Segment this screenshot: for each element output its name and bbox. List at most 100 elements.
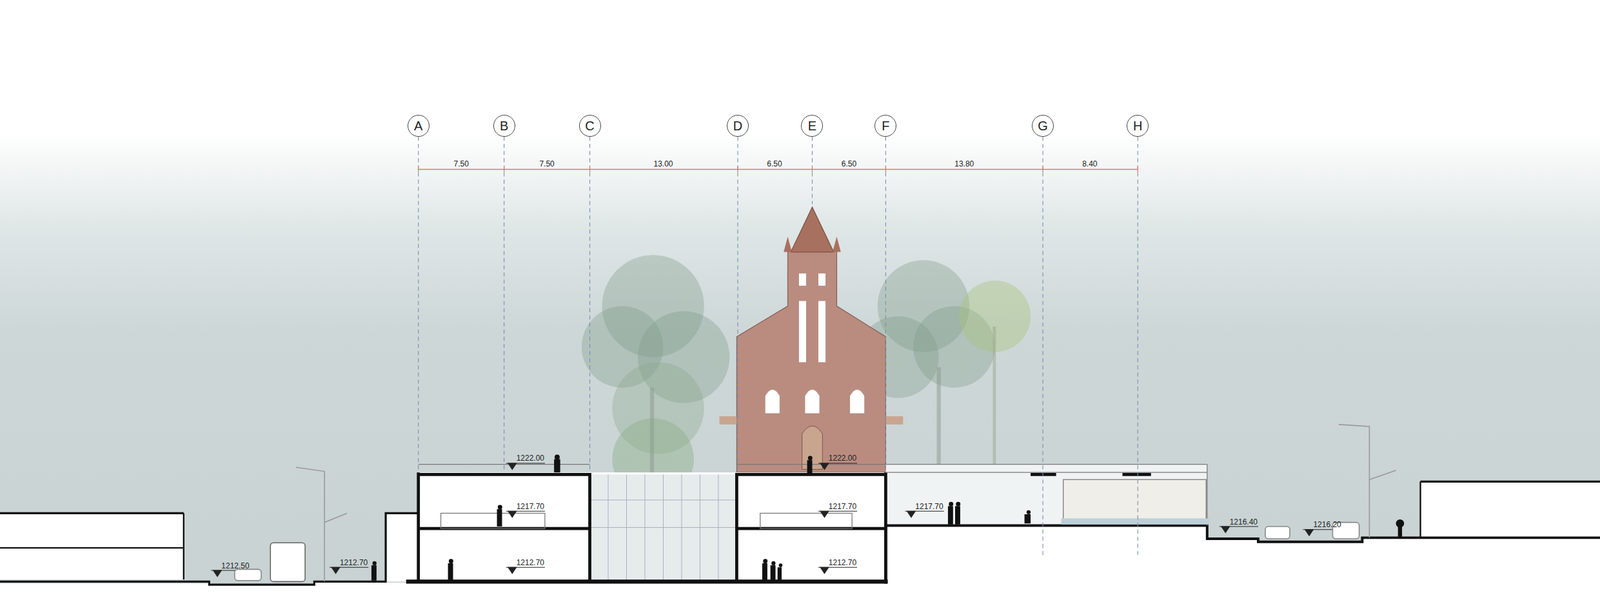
neighbour-buildings-part — [183, 512, 185, 580]
church-part — [783, 236, 792, 253]
building-section — [0, 464, 1600, 585]
building-section-part-part — [1063, 479, 1207, 520]
building-section-part-part — [736, 474, 886, 582]
building-section-part — [418, 472, 887, 583]
people-part — [448, 562, 454, 581]
church-part — [832, 236, 841, 253]
building-section-part — [885, 464, 1207, 526]
grid-lines-part — [811, 136, 813, 204]
grid-lines-part — [503, 136, 505, 470]
church-part — [790, 207, 834, 253]
church — [719, 207, 904, 473]
level-markers-part — [508, 510, 517, 517]
dimension-line-part — [737, 166, 738, 173]
people-part — [554, 454, 560, 460]
dimension-line-part — [1137, 166, 1139, 173]
level-text: 1222.00 — [828, 454, 857, 462]
level-text: 1212.50 — [221, 561, 249, 570]
level-text: 1222.00 — [516, 454, 545, 462]
people-part — [1398, 526, 1403, 538]
building-section-part — [385, 512, 419, 582]
grid-letter: H — [1133, 119, 1143, 133]
street-furniture-part — [1265, 526, 1290, 539]
church-part — [849, 389, 865, 413]
grid-letter: A — [414, 119, 423, 133]
church-part — [799, 273, 807, 286]
street-furniture-part — [1369, 470, 1396, 480]
building-section-part-part — [644, 474, 645, 582]
grid-letter: C — [584, 119, 594, 133]
level-markers-part — [1305, 529, 1314, 536]
dimension-line-part — [1042, 166, 1043, 173]
level-markers-part — [820, 510, 829, 517]
dimension-text: 13.80 — [954, 159, 974, 168]
street-furniture-part — [234, 568, 262, 580]
building-section-part-part — [626, 474, 627, 582]
people-part — [762, 558, 768, 563]
level-text: 1212.70 — [828, 558, 857, 567]
neighbour-buildings-part — [1420, 481, 1600, 538]
level-markers-part — [213, 570, 222, 576]
neighbour-buildings-part — [0, 546, 184, 549]
grid-lines-part — [1042, 136, 1044, 556]
level-markers-part — [508, 463, 517, 469]
level-markers-part — [331, 566, 340, 573]
grid-bubble: B — [493, 114, 516, 137]
building-section-part-part — [590, 526, 738, 528]
neighbour-buildings-part — [0, 512, 184, 580]
building-section-part — [590, 474, 738, 582]
grid-bubble: G — [1031, 114, 1054, 137]
grid-lines-part — [417, 136, 419, 470]
building-section-part-part — [608, 474, 609, 582]
level-markers-part — [820, 463, 829, 469]
church-part — [736, 249, 886, 473]
building-section-part — [590, 474, 738, 582]
church-part — [802, 425, 823, 469]
church-part — [885, 415, 903, 425]
dimension-line-part — [885, 166, 887, 173]
people-part — [948, 505, 954, 524]
people-part — [553, 459, 560, 473]
grid-letter: E — [808, 119, 817, 133]
grid-bubble: D — [726, 114, 749, 137]
building-section-part-part — [418, 474, 591, 582]
grid-letter: D — [733, 119, 743, 133]
grid-bubble: C — [579, 114, 602, 137]
dimension-text: 7.50 — [539, 159, 554, 168]
level-markers-part — [907, 510, 916, 517]
building-section-part — [1061, 517, 1210, 524]
people-part — [808, 455, 813, 461]
people-part — [497, 508, 503, 527]
grid-lines-part — [885, 136, 887, 470]
people-part — [762, 562, 768, 581]
church-part — [799, 301, 807, 363]
building-section-part — [406, 579, 889, 583]
street-furniture — [234, 424, 1397, 582]
people-part — [371, 564, 377, 581]
level-text: 1217.70 — [516, 502, 545, 511]
dimension-text: 7.50 — [454, 159, 469, 168]
building-section-part-part — [590, 499, 738, 500]
building-section-part-part — [760, 512, 852, 529]
people-part — [777, 566, 782, 581]
dimension-line-part — [417, 166, 419, 173]
church-part — [818, 273, 826, 286]
building-section-part-part — [681, 474, 682, 582]
level-text: 1212.70 — [516, 558, 545, 567]
people — [371, 454, 1404, 580]
level-markers-part — [820, 566, 829, 573]
people-part — [1024, 513, 1031, 524]
building-section-part-part — [1122, 472, 1151, 476]
dimension-line-part — [811, 166, 813, 173]
building-section-part-part — [418, 463, 591, 465]
dimension-text: 6.50 — [841, 159, 857, 168]
building-section-part — [885, 524, 1600, 542]
level-markers-part — [1221, 526, 1230, 533]
trees-part — [993, 326, 997, 464]
level-text: 1217.70 — [828, 502, 857, 511]
church-part — [719, 415, 738, 425]
dimension-text: 8.40 — [1082, 159, 1097, 168]
grid-letter: G — [1037, 119, 1048, 133]
level-text: 1216.20 — [1313, 520, 1341, 529]
